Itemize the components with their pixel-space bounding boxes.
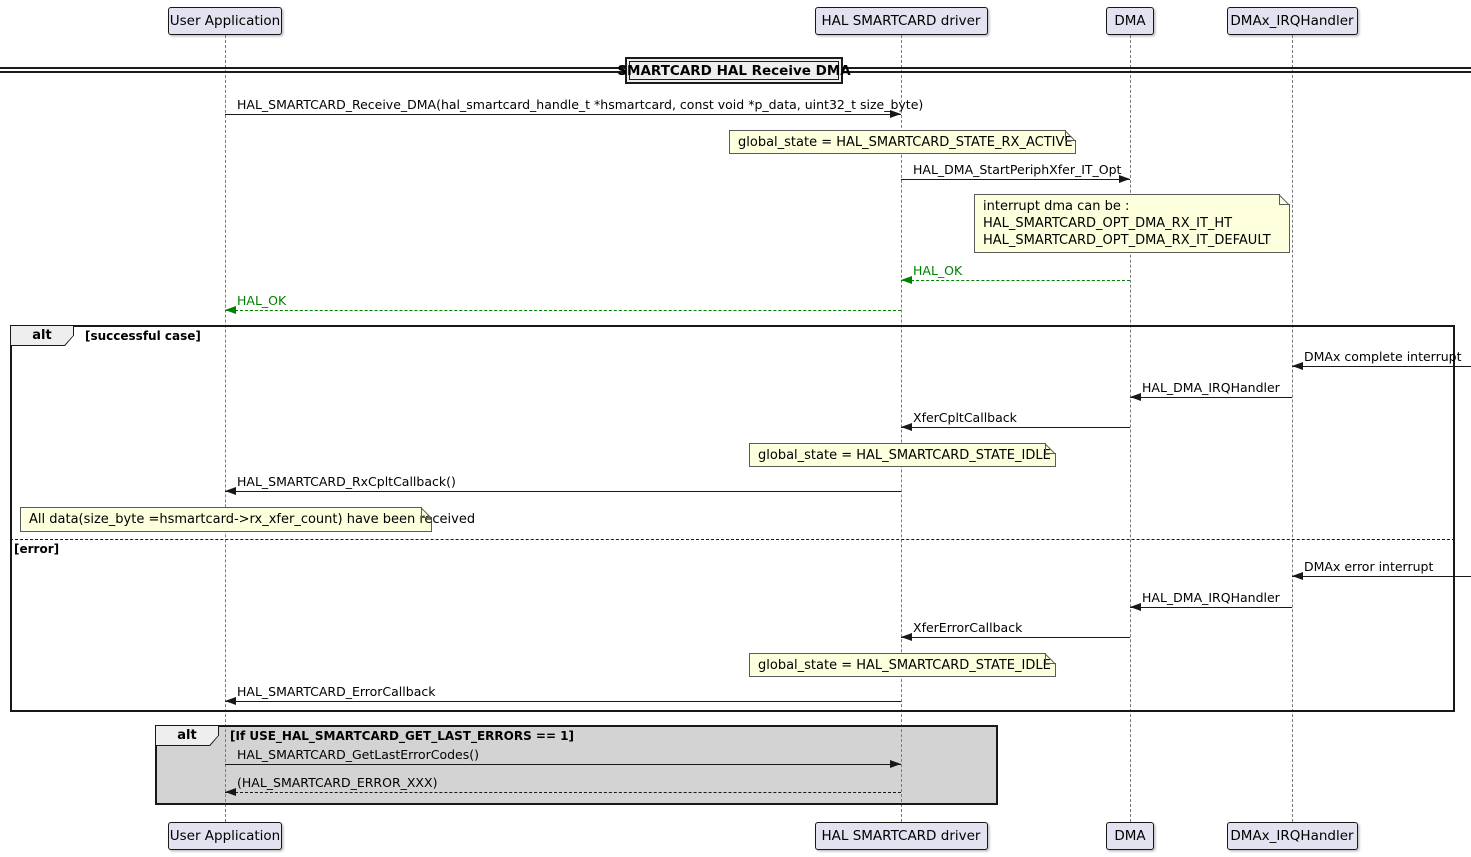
- message-label: HAL_SMARTCARD_ErrorCallback: [237, 684, 436, 699]
- note-fold-icon: [1045, 653, 1056, 664]
- message-label: DMAx complete interrupt: [1304, 349, 1462, 364]
- message-line: [901, 179, 1130, 180]
- alt-divider-label: [error]: [14, 542, 60, 556]
- message-line: [1292, 366, 1471, 367]
- message-line: [225, 114, 901, 115]
- alt-fragment-label: alt: [155, 725, 219, 746]
- message-arrowhead-icon: [1292, 572, 1303, 580]
- alt-fragment-label: alt: [10, 325, 74, 346]
- participant-lifeline: [1292, 35, 1293, 822]
- note-fold-icon: [1065, 130, 1076, 141]
- note: global_state = HAL_SMARTCARD_STATE_IDLE: [749, 653, 1057, 677]
- note-text-line: HAL_SMARTCARD_OPT_DMA_RX_IT_HT: [983, 216, 1233, 231]
- diagram-title: SMARTCARD HAL Receive DMA: [617, 57, 851, 84]
- note-fold-icon: [1065, 130, 1076, 141]
- participant-box: DMAx_IRQHandler: [1226, 822, 1358, 850]
- note-fold-icon: [1045, 443, 1056, 454]
- participant-box: User Application: [168, 7, 282, 35]
- message-label: HAL_DMA_StartPeriphXfer_IT_Opt: [913, 162, 1122, 177]
- participant-box: User Application: [168, 822, 282, 850]
- message-line: [225, 701, 901, 702]
- message-label: (HAL_SMARTCARD_ERROR_XXX): [237, 775, 438, 790]
- message-label: HAL_SMARTCARD_Receive_DMA(hal_smartcard_…: [237, 97, 924, 112]
- message-label: HAL_DMA_IRQHandler: [1142, 590, 1280, 605]
- note-text-line: HAL_SMARTCARD_OPT_DMA_RX_IT_DEFAULT: [983, 233, 1271, 248]
- message-arrowhead-icon: [901, 633, 912, 641]
- note: global_state = HAL_SMARTCARD_STATE_IDLE: [749, 443, 1057, 467]
- message-label: XferErrorCallback: [913, 620, 1023, 635]
- message-line: [1130, 607, 1292, 608]
- message-arrowhead-icon: [901, 423, 912, 431]
- message-label: HAL_OK: [237, 293, 287, 308]
- note-text-line: interrupt dma can be :: [983, 199, 1130, 214]
- message-arrowhead-icon: [1130, 603, 1141, 611]
- note-text-line: global_state = HAL_SMARTCARD_STATE_RX_AC…: [738, 135, 1073, 150]
- message-arrowhead-icon: [890, 110, 901, 118]
- message-arrowhead-icon: [225, 697, 236, 705]
- message-arrowhead-icon: [225, 487, 236, 495]
- note-fold-icon: [421, 507, 432, 518]
- message-arrowhead-icon: [1130, 393, 1141, 401]
- note-text-line: global_state = HAL_SMARTCARD_STATE_IDLE: [758, 448, 1051, 463]
- note: interrupt dma can be : HAL_SMARTCARD_OPT_…: [974, 194, 1291, 253]
- participant-box: DMA: [1106, 7, 1154, 35]
- message-line: [901, 280, 1130, 281]
- message-line: [1292, 576, 1471, 577]
- message-line: [901, 427, 1130, 428]
- message-line: [225, 310, 901, 311]
- message-arrowhead-icon: [1119, 175, 1130, 183]
- message-label: HAL_DMA_IRQHandler: [1142, 380, 1280, 395]
- message-label: XferCpltCallback: [913, 410, 1017, 425]
- message-line: [225, 491, 901, 492]
- alt-fragment-bg: [155, 725, 998, 805]
- message-line: [901, 637, 1130, 638]
- alt-fragment-guard: [If USE_HAL_SMARTCARD_GET_LAST_ERRORS ==…: [230, 729, 575, 743]
- message-label: HAL_SMARTCARD_GetLastErrorCodes(): [237, 747, 480, 762]
- alt-divider: [10, 539, 1455, 540]
- note-text-line: All data(size_byte =hsmartcard->rx_xfer_…: [29, 512, 476, 527]
- alt-fragment-label-text: alt: [156, 726, 218, 745]
- alt-fragment: [10, 325, 1455, 712]
- participant-box: HAL SMARTCARD driver: [814, 822, 988, 850]
- alt-fragment: [155, 725, 998, 805]
- note-fold-icon: [1045, 443, 1056, 454]
- participant-box: DMAx_IRQHandler: [1226, 7, 1358, 35]
- message-line: [1130, 397, 1292, 398]
- note: All data(size_byte =hsmartcard->rx_xfer_…: [20, 507, 476, 532]
- message-line: [225, 792, 901, 793]
- participant-lifeline: [1130, 35, 1131, 822]
- message-arrowhead-icon: [901, 276, 912, 284]
- alt-fragment-guard: [successful case]: [85, 329, 201, 343]
- message-label: DMAx error interrupt: [1304, 559, 1434, 574]
- note: global_state = HAL_SMARTCARD_STATE_RX_AC…: [729, 130, 1077, 154]
- note-fold-icon: [1279, 194, 1290, 205]
- message-arrowhead-icon: [890, 760, 901, 768]
- message-label: HAL_OK: [913, 263, 963, 278]
- alt-fragment-label-text: alt: [11, 326, 73, 345]
- participant-lifeline: [225, 35, 226, 822]
- message-arrowhead-icon: [225, 306, 236, 314]
- note-fold-icon: [1279, 194, 1290, 205]
- participant-box: HAL SMARTCARD driver: [814, 7, 988, 35]
- message-arrowhead-icon: [225, 788, 236, 796]
- message-line: [225, 764, 901, 765]
- note-fold-icon: [421, 507, 432, 518]
- note-text-line: global_state = HAL_SMARTCARD_STATE_IDLE: [758, 658, 1051, 673]
- message-arrowhead-icon: [1292, 362, 1303, 370]
- note-fold-icon: [1045, 653, 1056, 664]
- participant-box: DMA: [1106, 822, 1154, 850]
- message-label: HAL_SMARTCARD_RxCpltCallback(): [237, 474, 456, 489]
